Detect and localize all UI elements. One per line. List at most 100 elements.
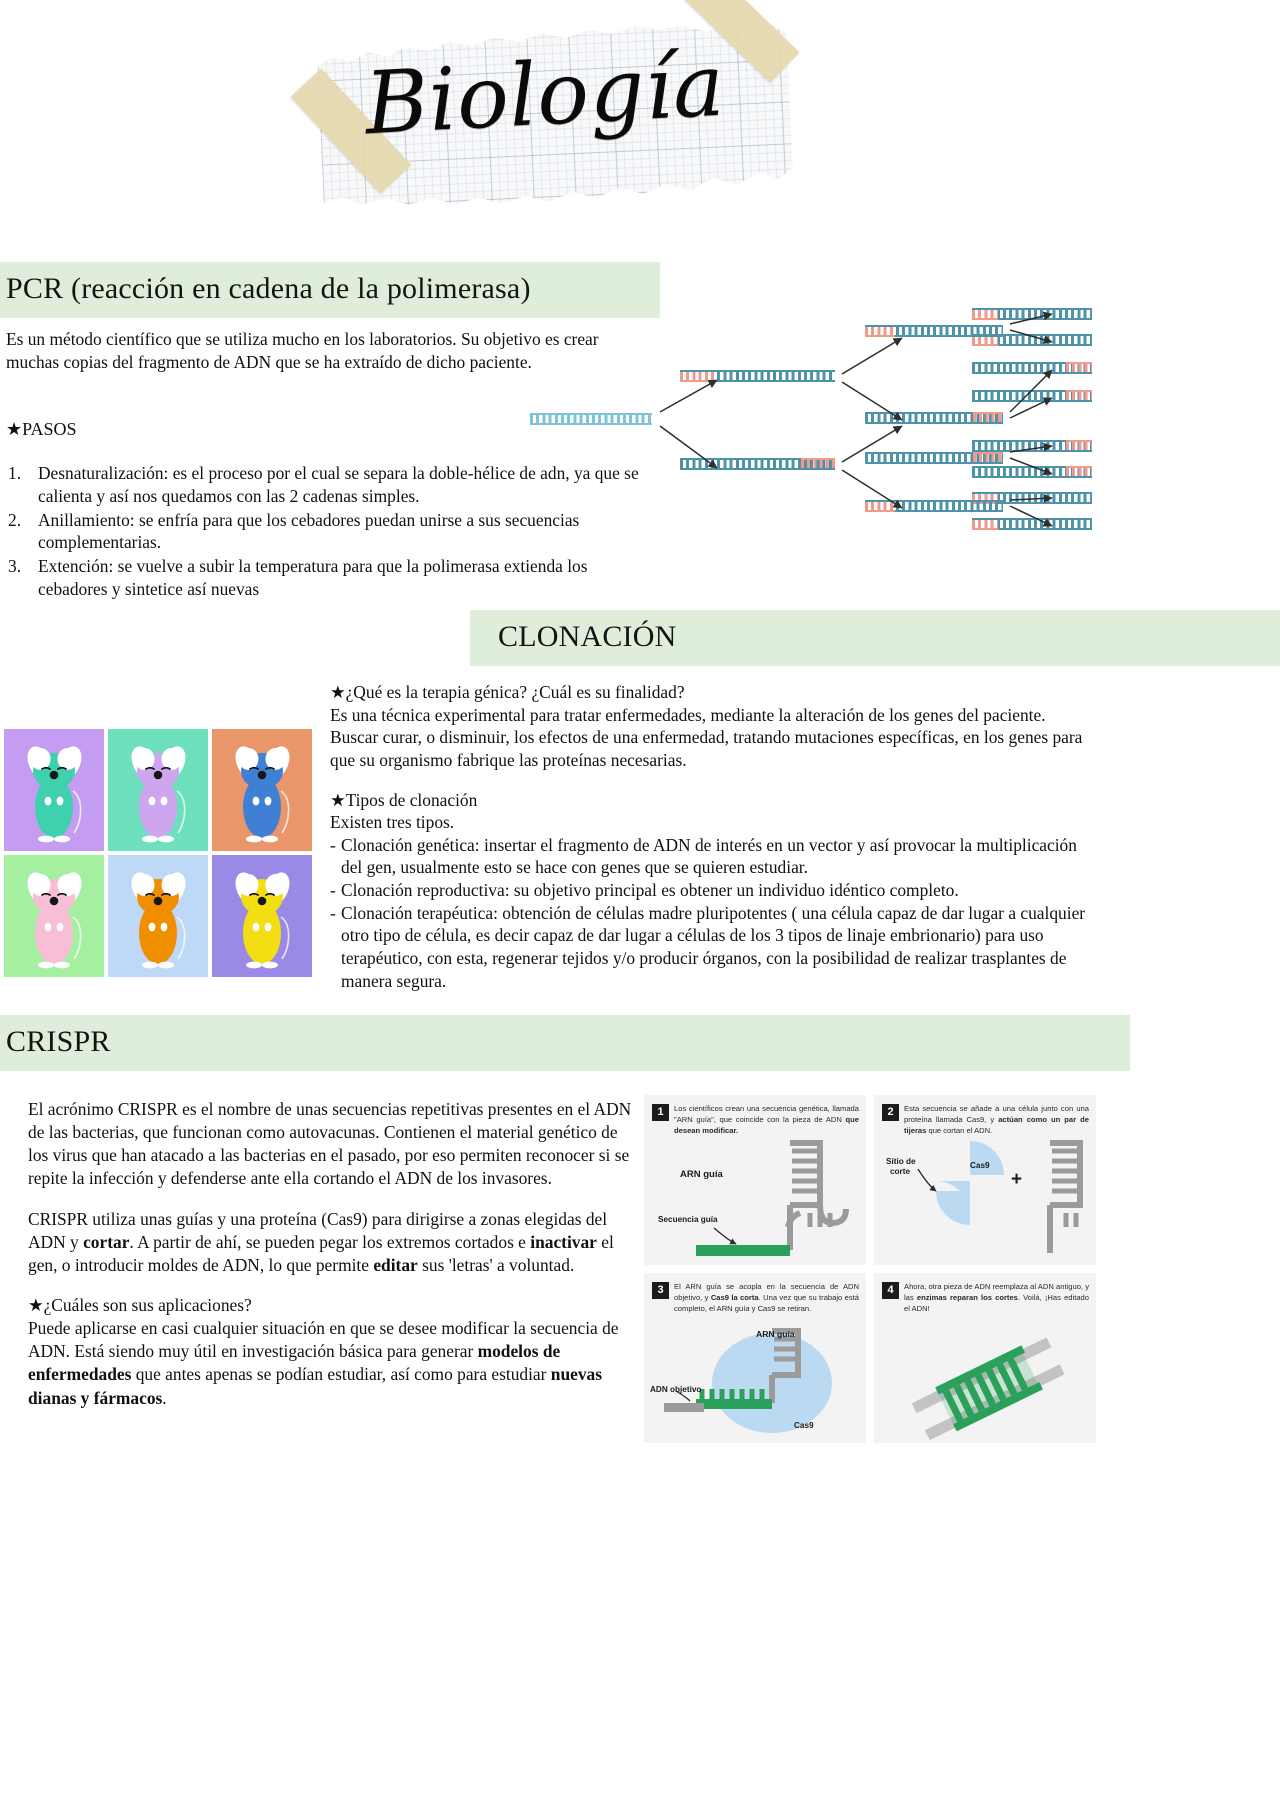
crispr-p3-part-c: que antes apenas se podían estudiar, así… — [131, 1364, 551, 1385]
crispr-p2-bold-cortar: cortar — [83, 1231, 130, 1252]
panel-label: Cas9 — [794, 1421, 814, 1430]
primer-segment — [973, 452, 1003, 464]
panel-illustration — [644, 1095, 866, 1265]
list-item: - Clonación terapéutica: obtención de cé… — [330, 902, 1090, 993]
primer-segment — [801, 458, 835, 470]
panel-label: ARN guía — [680, 1169, 723, 1180]
panel-number-badge: 1 — [652, 1104, 669, 1121]
terapia-genica-question: ★¿Qué es la terapia génica? ¿Cuál es su … — [330, 682, 685, 702]
step-text: Anillamiento: se enfría para que los ceb… — [38, 509, 580, 553]
panel-label: corte — [890, 1167, 911, 1176]
list-item-text: Clonación terapéutica: obtención de célu… — [341, 902, 1086, 991]
dash-bullet: - — [330, 834, 336, 855]
list-item: 2. Anillamiento: se enfría para que los … — [8, 509, 648, 555]
pcr-intro-paragraph: Es un método científico que se utiliza m… — [6, 329, 599, 372]
dna-strand — [865, 452, 1003, 464]
crispr-p3-bold-dianas: nuevas dianas y fármacos — [28, 1364, 603, 1408]
dash-bullet: - — [330, 880, 336, 900]
panel-caption: El ARN guía se acopla en la secuencia de… — [674, 1281, 859, 1314]
caption-tail: . Voilá, ¡Has editado el ADN! — [904, 1293, 1089, 1313]
mouse-orange-on-lightblue — [108, 855, 208, 977]
caption-plain: Los científicos crean una secuencia gené… — [674, 1104, 859, 1124]
crispr-p3-part-d: . — [162, 1387, 167, 1408]
mouse-lilac-on-mint — [108, 729, 208, 851]
spacer — [330, 772, 1090, 789]
crispr-panel-1: 1 Los científicos crean una secuencia gen… — [644, 1095, 866, 1265]
crispr-infographic: 1 Los científicos crean una secuencia gen… — [644, 1095, 1096, 1443]
panel-caption: Ahora, otra pieza de ADN reemplaza al AD… — [904, 1281, 1089, 1314]
caption-bold: enzimas reparan los cortes — [916, 1293, 1018, 1302]
crispr-p2-bold-inactivar: inactivar — [530, 1231, 597, 1252]
crispr-p2-part-e: sus 'letras' a voluntad. — [417, 1254, 575, 1275]
primer-segment — [680, 370, 714, 382]
primer-segment — [1066, 466, 1092, 478]
primer-segment — [865, 325, 895, 337]
panel-illustration — [644, 1273, 866, 1443]
dna-strand — [972, 362, 1092, 374]
dna-strand — [680, 370, 835, 382]
panel-number-badge: 4 — [882, 1282, 899, 1299]
tipos-clonacion-list: - Clonación genética: insertar el fragme… — [330, 834, 1090, 992]
dna-strand — [972, 466, 1092, 478]
panel-label: Cas9 — [970, 1161, 990, 1170]
step-text: Desnaturalización: es el proceso por el … — [38, 463, 639, 506]
dna-strand — [865, 325, 1003, 337]
step-text: Extención: se vuelve a subir la temperat… — [38, 556, 588, 599]
caption-tail: . Una vez que su trabajo está completo, … — [674, 1293, 859, 1313]
step-number: 2. — [8, 509, 22, 530]
title-card: Biología — [290, 0, 810, 223]
dna-strand — [972, 334, 1092, 346]
dna-strand — [972, 440, 1092, 452]
crispr-p3-bold-modelos: modelos de enfermedades — [28, 1341, 561, 1385]
panel-label: Sitio de — [886, 1157, 916, 1166]
section-banner-crispr: CRISPR — [0, 1015, 1130, 1071]
crispr-paragraph-2: CRISPR utiliza unas guías y una proteína… — [28, 1208, 638, 1277]
primer-segment — [972, 308, 998, 320]
caption-tail: que cortan el ADN. — [926, 1126, 993, 1135]
crispr-aplicaciones-question: ★¿Cuáles son sus aplicaciones? — [28, 1294, 252, 1315]
panel-illustration — [874, 1273, 1096, 1443]
panel-caption: Los científicos crean una secuencia gené… — [674, 1103, 859, 1136]
caption-bold: actúan como un par de tijeras — [904, 1115, 1089, 1135]
panel-label: ARN guía — [756, 1329, 795, 1339]
section-banner-pcr: PCR (reacción en cadena de la polimerasa… — [0, 262, 660, 318]
panel-label: Secuencia guía — [658, 1215, 718, 1224]
caption-plain: Esta secuencia se añade a una célula jun… — [904, 1104, 1089, 1124]
primer-segment — [972, 334, 998, 346]
list-item: 1. Desnaturalización: es el proceso por … — [8, 462, 648, 508]
step-number: 3. — [8, 556, 22, 577]
crispr-text-block: El acrónimo CRISPR es el nombre de unas … — [28, 1098, 638, 1410]
crispr-p3-part-a: Puede aplicarse en casi cualquier situac… — [28, 1318, 619, 1362]
crispr-p2-part-d: el gen, o introducir moldes de ADN, lo q… — [28, 1231, 614, 1275]
dna-strand — [972, 518, 1092, 530]
crispr-p2-bold-editar: editar — [373, 1254, 418, 1275]
panel-number-badge: 3 — [652, 1282, 669, 1299]
tipos-clonacion-label: ★Tipos de clonación — [330, 789, 478, 810]
caption-bold: Cas9 la corta — [710, 1293, 759, 1302]
dna-strand — [972, 390, 1092, 402]
svg-text:+: + — [1011, 1169, 1022, 1190]
list-item-text: Clonación genética: insertar el fragment… — [341, 834, 1077, 878]
crispr-p2-part-c: . A partir de ahí, se pueden pegar los e… — [129, 1231, 531, 1252]
tipos-clonacion-intro: Existen tres tipos. — [330, 812, 455, 833]
dash-bullet: - — [330, 902, 336, 923]
crispr-paragraph-3: Puede aplicarse en casi cualquier situac… — [28, 1317, 638, 1410]
pcr-arrows — [659, 311, 1053, 527]
section-banner-clonacion: CLONACIÓN — [470, 610, 1280, 666]
crispr-p2-part-a: CRISPR utiliza unas guías y una proteína… — [28, 1208, 608, 1252]
list-item-text: Clonación reproductiva: su objetivo prin… — [341, 880, 959, 900]
primer-segment — [865, 500, 895, 512]
panel-illustration: + — [874, 1095, 1096, 1265]
terapia-genica-answer: Es una técnica experimental para tratar … — [330, 704, 1083, 770]
pcr-amplification-diagram — [520, 300, 1100, 550]
primer-segment — [1066, 390, 1092, 402]
primer-segment — [1066, 440, 1092, 452]
pcr-steps-list: 1. Desnaturalización: es el proceso por … — [8, 462, 648, 602]
panel-label: ADN objetivo — [650, 1385, 702, 1394]
panel-caption: Esta secuencia se añade a una célula jun… — [904, 1103, 1089, 1136]
dna-strand — [865, 500, 1003, 512]
clonacion-text-block: ★¿Qué es la terapia génica? ¿Cuál es su … — [330, 681, 1090, 992]
cloned-mice-image-grid — [4, 729, 316, 981]
list-item: - Clonación reproductiva: su objetivo pr… — [330, 879, 1090, 902]
